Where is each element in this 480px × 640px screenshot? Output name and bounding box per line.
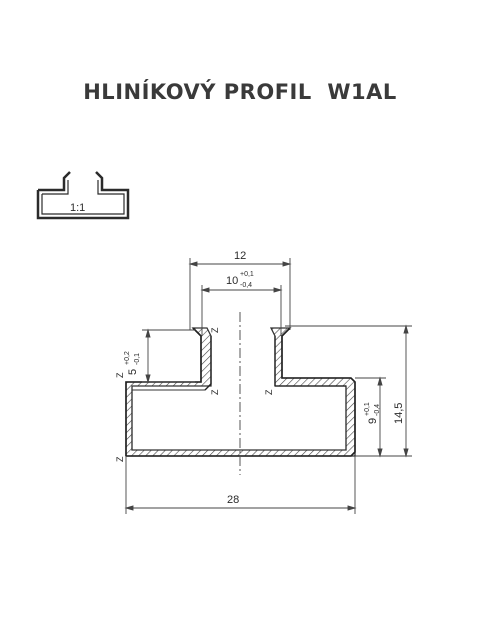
zone-label: Z <box>115 372 125 378</box>
thumbnail-scale-label: 1:1 <box>70 202 85 214</box>
dim-top-width: 12 <box>234 250 246 262</box>
dim-inner-tol-upper: +0,1 <box>240 271 254 278</box>
dim-inner-tol-lower: -0,4 <box>240 282 252 289</box>
dim-base-width: 28 <box>227 494 239 506</box>
dim-slot-depth: 5 <box>127 369 139 375</box>
dim-inner-width: 10 <box>226 275 238 287</box>
page-title: HLINÍKOVÝ PROFIL W1AL <box>83 80 397 104</box>
dimension-labels: 12 10 +0,1 -0,4 5 +0,2 -0,1 14,5 9 +0,1 … <box>124 250 405 506</box>
dim-total-height: 14,5 <box>393 403 405 424</box>
zone-label: Z <box>115 456 125 462</box>
dim-body-tol-upper: +0,1 <box>364 402 371 416</box>
dim-body-tol-lower: -0,4 <box>374 404 381 416</box>
dim-slot-tol-lower: -0,1 <box>134 353 141 365</box>
zone-label: Z <box>264 389 274 395</box>
dim-slot-tol-upper: +0,2 <box>124 351 131 365</box>
zone-label: Z <box>210 389 220 395</box>
dim-body-height: 9 <box>367 418 379 424</box>
zone-markers: Z Z Z Z Z <box>115 327 274 462</box>
zone-label: Z <box>210 327 220 333</box>
thumbnail-profile: 1:1 <box>36 171 130 220</box>
profile-section <box>125 312 356 475</box>
dimension-lines <box>124 258 412 514</box>
